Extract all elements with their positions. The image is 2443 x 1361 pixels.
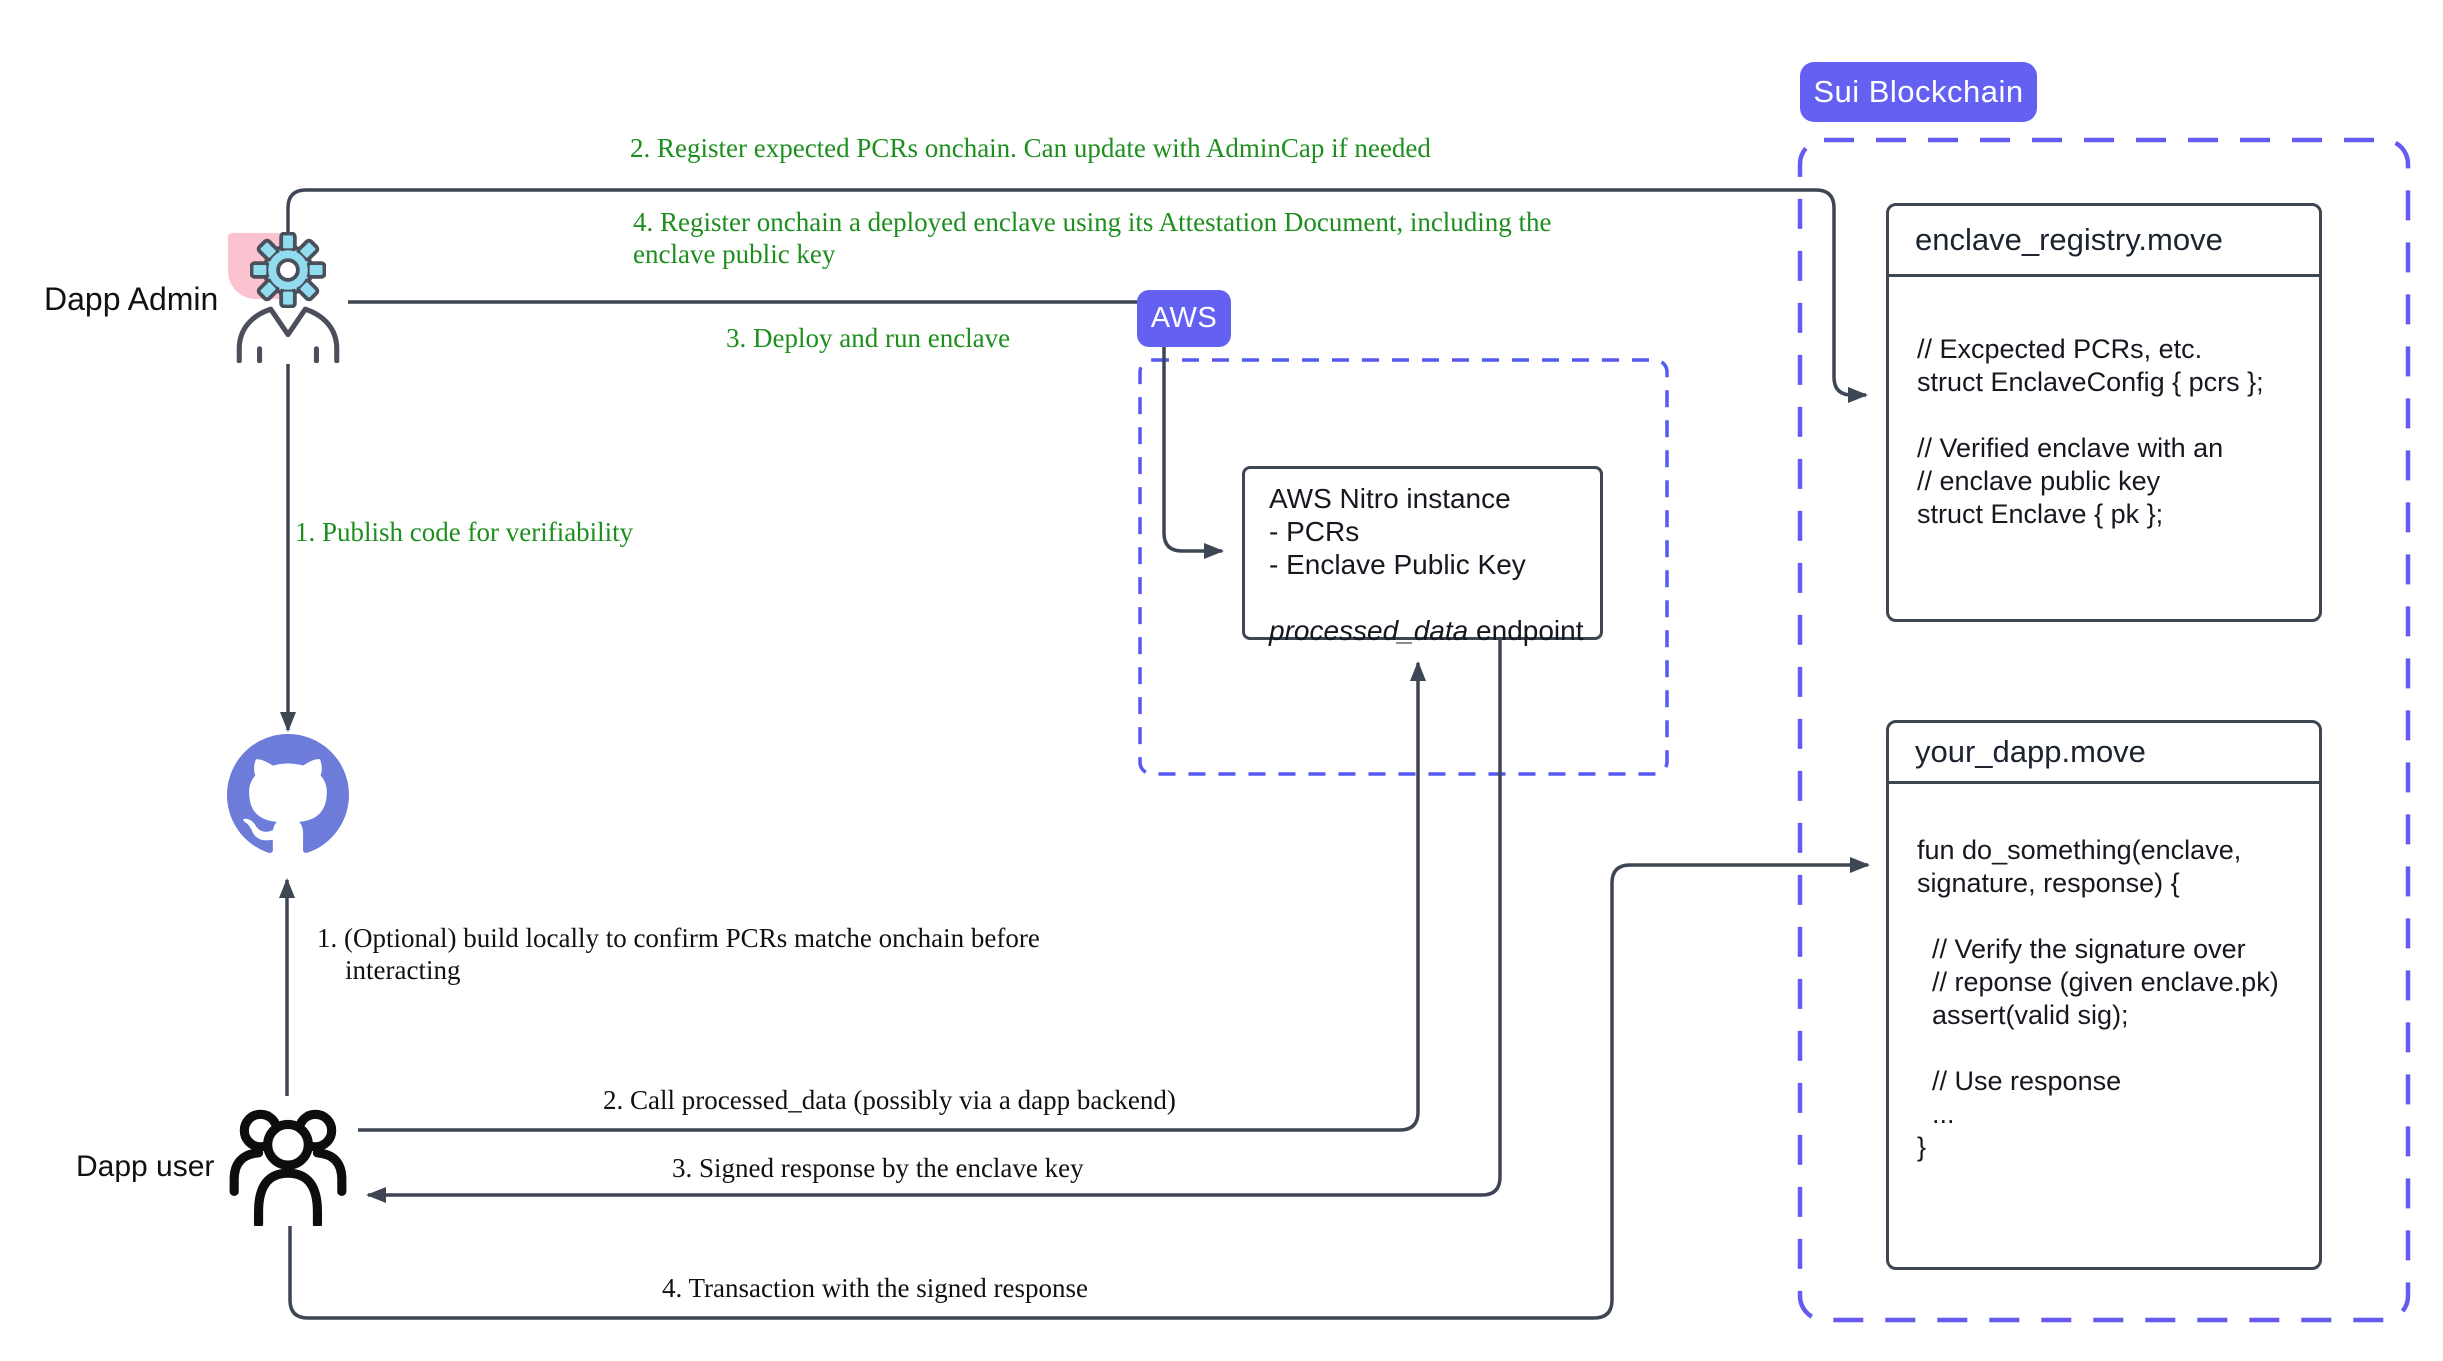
code-line: struct EnclaveConfig { pcrs }; <box>1917 367 2264 397</box>
code-line: struct Enclave { pk }; <box>1917 499 2164 529</box>
arrow-signed-response <box>366 640 1502 1203</box>
gear-icon <box>250 232 326 308</box>
arrow-transaction <box>288 857 1870 1320</box>
code-line: fun do_something(enclave, <box>1917 835 2242 865</box>
annotation-signed-response: 3. Signed response by the enclave key <box>672 1153 1084 1183</box>
enclave-registry-box: enclave_registry.move // Excpected PCRs,… <box>1886 203 2322 622</box>
code-line <box>1917 399 2301 432</box>
annotation-build-locally: 1. (Optional) build locally to confirm P… <box>317 923 1040 985</box>
nitro-line: AWS Nitro instance <box>1269 483 1511 514</box>
sui-group-border <box>1797 137 2411 1323</box>
code-line: assert(valid sig); <box>1917 1000 2129 1030</box>
sui-blockchain-badge: Sui Blockchain <box>1800 62 2037 122</box>
code-line: } <box>1917 1132 1927 1162</box>
annotation-transaction: 4. Transaction with the signed response <box>662 1273 1088 1303</box>
code-line: ... <box>1917 1099 1955 1129</box>
code-line <box>1917 1032 2301 1065</box>
nitro-line <box>1269 581 1600 614</box>
arrow-call-processed-data <box>358 661 1426 1132</box>
code-line: // Verify the signature over <box>1917 934 2246 964</box>
annotation-publish-code: 1. Publish code for verifiability <box>295 517 634 547</box>
github-icon <box>227 734 349 853</box>
admin-person-icon <box>236 306 340 363</box>
nitro-line: - Enclave Public Key <box>1269 549 1526 580</box>
aws-nitro-box: AWS Nitro instance - PCRs - Enclave Publ… <box>1242 466 1603 646</box>
your-dapp-box: your_dapp.move fun do_something(enclave,… <box>1886 720 2322 1270</box>
annotation-call-processed-data: 2. Call processed_data (possibly via a d… <box>603 1085 1176 1115</box>
code-line: // enclave public key <box>1917 466 2161 496</box>
users-group-icon <box>229 1109 347 1226</box>
your-dapp-title: your_dapp.move <box>1889 723 2319 784</box>
code-line <box>1917 900 2301 933</box>
endpoint-suffix: endpoint <box>1468 615 1584 646</box>
annotation-deploy-enclave: 3. Deploy and run enclave <box>726 323 1011 353</box>
nitro-line: - PCRs <box>1269 516 1360 547</box>
code-line: // Use response <box>1917 1066 2122 1096</box>
dapp-user-label: Dapp user <box>76 1150 215 1183</box>
aws-badge: AWS <box>1137 290 1231 347</box>
arrow-register-onchain <box>286 188 1868 403</box>
code-line: // Excpected PCRs, etc. <box>1917 334 2203 364</box>
dapp-admin-label: Dapp Admin <box>44 281 219 317</box>
code-line: // Verified enclave with an <box>1917 433 2224 463</box>
enclave-registry-title: enclave_registry.move <box>1889 206 2319 277</box>
annotation-register-enclave: 4. Register onchain a deployed enclave u… <box>633 207 1552 269</box>
annotation-register-pcrs: 2. Register expected PCRs onchain. Can u… <box>630 133 1431 163</box>
processed-data-endpoint: processed_data <box>1269 615 1469 646</box>
code-line: // reponse (given enclave.pk) <box>1917 967 2279 997</box>
code-line: signature, response) { <box>1917 868 2180 898</box>
nitro-endpoint-line: processed_data endpoint <box>1269 614 1600 647</box>
aws-group-border <box>1138 358 1669 776</box>
